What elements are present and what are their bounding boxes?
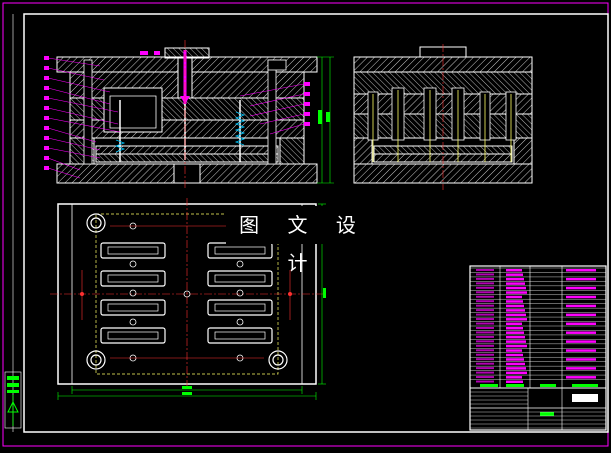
title-block-number-mark [476, 277, 494, 280]
title-block-number-mark [476, 331, 494, 334]
title-block-entry-mark [506, 380, 523, 383]
title-block-entry-mark [506, 349, 522, 352]
title-block-entry-mark [506, 286, 526, 290]
title-block-number-mark [476, 295, 494, 298]
title-block-number-mark [476, 300, 494, 303]
title-block-entry-mark [506, 277, 524, 281]
title-block-entry-mark [506, 344, 527, 348]
title-block-number-mark [476, 349, 494, 352]
title-block-material-mark [566, 269, 596, 272]
title-block-number-mark [476, 335, 494, 338]
title-block-entry-mark [506, 273, 523, 276]
title-block-entry-mark [506, 322, 522, 325]
title-block-number-mark [476, 313, 494, 316]
title-block-material-mark [566, 277, 596, 281]
title-block-number-mark [476, 376, 494, 379]
side-section-view [353, 44, 533, 190]
title-block-material-mark [566, 367, 596, 370]
title-block-number-mark [476, 318, 494, 321]
title-block-number-mark [476, 273, 494, 276]
title-block-entry-mark [506, 313, 526, 317]
title-block-entry-mark [506, 335, 525, 339]
left-binding-strip [4, 14, 22, 432]
title-block-entry-mark [506, 327, 523, 330]
title-block-material-mark [566, 376, 596, 379]
title-block-entry-mark [506, 367, 526, 370]
title-block-material-mark [566, 331, 596, 334]
title-block-number-mark [476, 309, 494, 312]
title-block-number-mark [476, 362, 494, 365]
title-block-entry-mark [506, 353, 523, 357]
title-block-number-mark [476, 304, 494, 307]
title-block-entry-mark [506, 358, 524, 361]
title-block-number-mark [476, 344, 494, 347]
title-block-number-mark [476, 286, 494, 289]
title-block-entry-mark [506, 304, 524, 308]
title-block-entry-mark [506, 362, 525, 366]
title-block-number-mark [476, 353, 494, 356]
title-block-number-mark [476, 358, 494, 361]
title-block-entry-mark [506, 300, 523, 303]
title-block-material-mark [566, 322, 596, 325]
title-block-entry-mark [506, 318, 527, 321]
watermark-label: 图 文 设 计 [226, 206, 380, 275]
title-block-entry-mark [506, 371, 527, 375]
title-block-entry-mark [506, 269, 522, 272]
title-block-material-mark [566, 349, 596, 352]
title-block-material-mark [566, 295, 596, 299]
title-block-number-mark [476, 371, 494, 374]
title-block-number-mark [476, 327, 494, 329]
front-section-view [44, 40, 334, 190]
title-block-number-mark [476, 340, 494, 343]
title-block [469, 265, 607, 431]
title-block-material-mark [566, 358, 596, 361]
title-block-entry-mark [506, 376, 522, 379]
title-block-material-mark [566, 313, 596, 317]
title-block-number-mark [476, 380, 494, 383]
title-block-entry-mark [506, 282, 525, 285]
title-block-number-mark [476, 322, 494, 325]
title-block-entry-mark [506, 340, 526, 343]
title-block-material-mark [566, 286, 596, 290]
title-block-entry-mark [506, 331, 524, 334]
title-block-number-mark [476, 291, 494, 294]
title-block-material-mark [566, 340, 596, 343]
title-block-number-mark [476, 282, 494, 285]
plan-view [50, 198, 326, 400]
title-block-number-mark [476, 367, 494, 370]
title-block-material-mark [566, 304, 596, 308]
title-block-number-mark [476, 269, 494, 271]
inner-border [23, 13, 609, 433]
title-block-entry-mark [506, 291, 527, 294]
title-block-entry-mark [506, 295, 522, 299]
title-block-entry-mark [506, 309, 525, 312]
